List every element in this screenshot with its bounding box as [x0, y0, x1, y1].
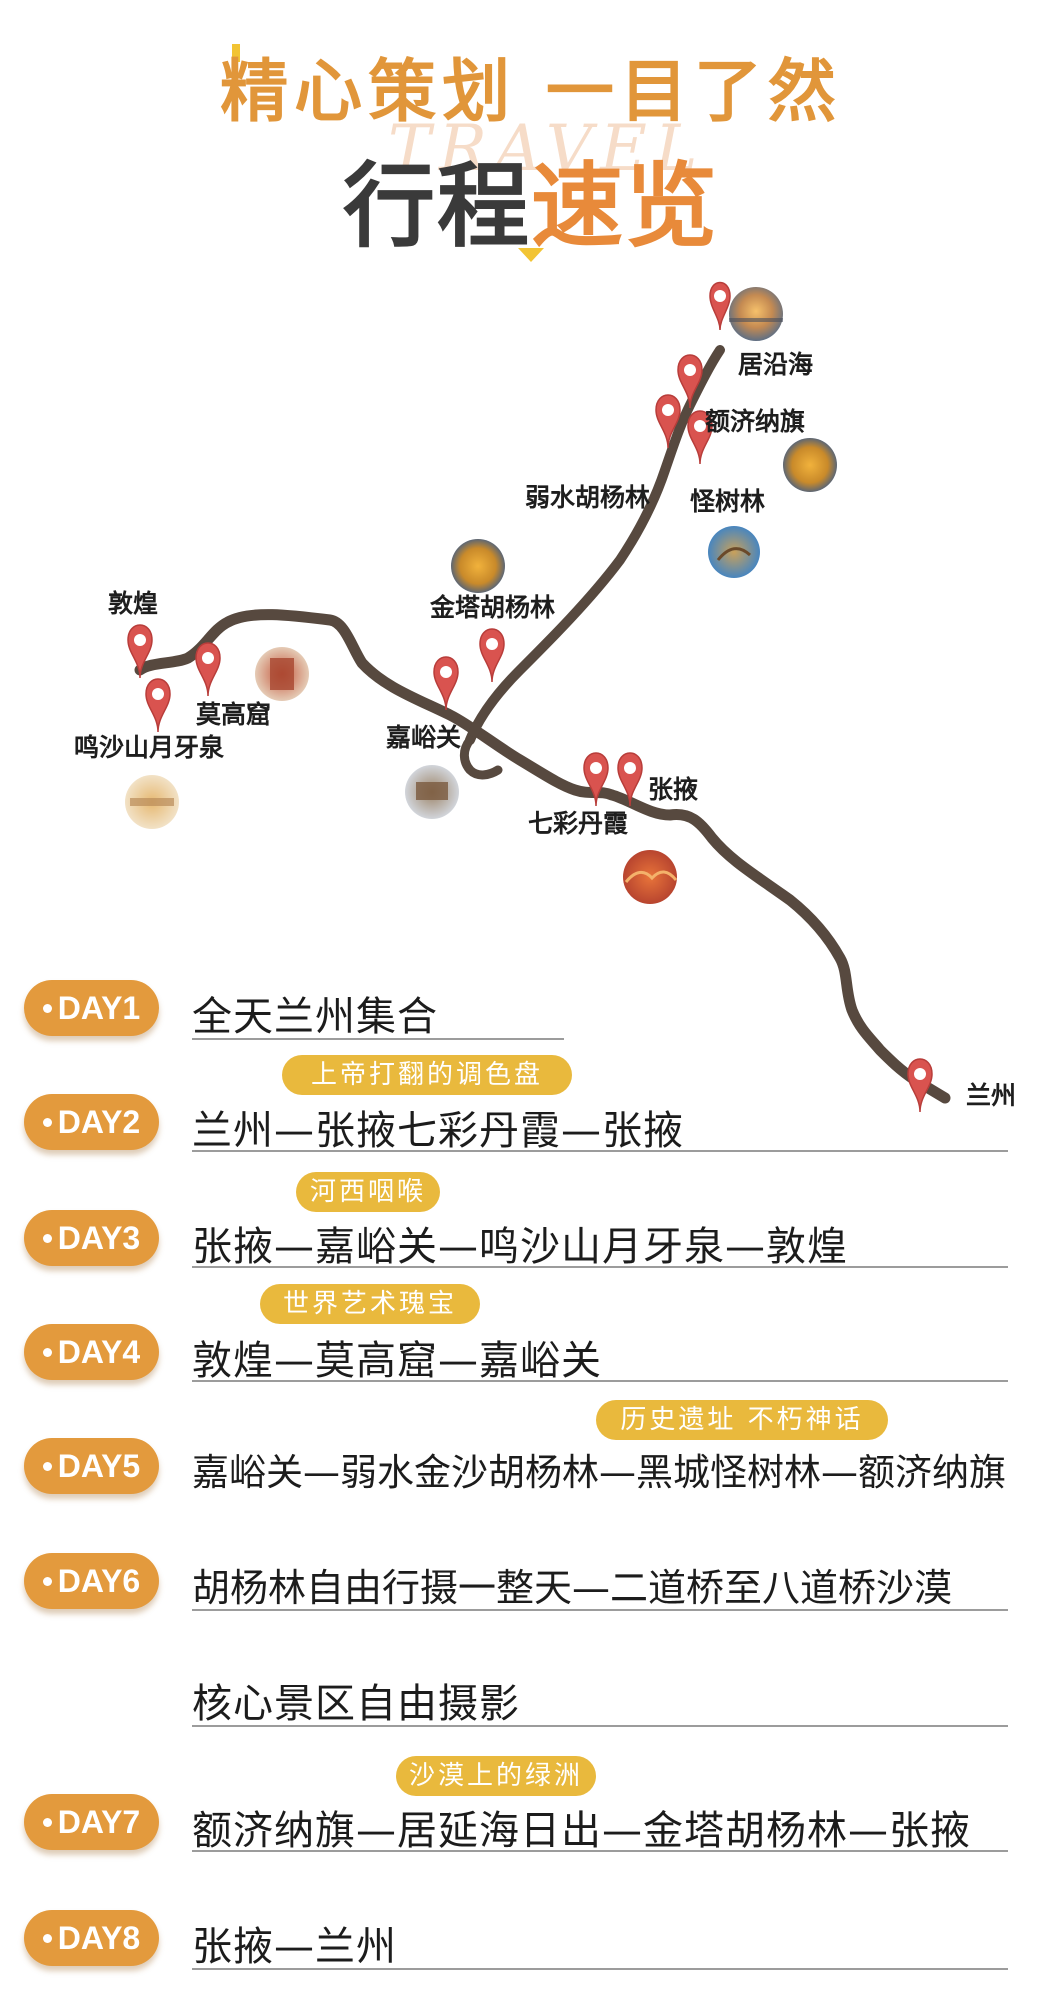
day-label: DAY6: [57, 1563, 141, 1599]
highlight-tag: 历史遗址 不朽神话: [596, 1400, 888, 1440]
row-divider: [192, 1380, 1008, 1382]
title-arrow-icon: [518, 248, 544, 262]
pin-jinta: [479, 628, 505, 683]
day-label: DAY7: [57, 1804, 141, 1840]
row-divider: [192, 1609, 1008, 1611]
day-badge: DAY6: [24, 1553, 159, 1609]
photo-mogao-temple: [255, 647, 309, 701]
row-divider: [192, 1266, 1008, 1268]
day-label: DAY8: [57, 1920, 141, 1956]
day-badge: DAY7: [24, 1794, 159, 1850]
title-part-2: 速览: [531, 153, 720, 260]
pin-zhangye: [617, 752, 643, 807]
label-dunhuang: 敦煌: [108, 589, 158, 618]
day-label: DAY5: [57, 1448, 141, 1484]
day-badge: DAY8: [24, 1910, 159, 1966]
photo-guaishu-tree: [708, 526, 760, 578]
pin-guaishu: [687, 410, 713, 465]
label-qicai: 七彩丹霞: [528, 809, 629, 838]
route-branch-line: [465, 345, 725, 745]
photo-juyanhai: [729, 287, 783, 341]
row-divider: [192, 1150, 1008, 1152]
route-line: [134, 609, 951, 1104]
title-part-1: 行程: [342, 153, 531, 260]
label-jiayuguan: 嘉峪关: [386, 723, 461, 752]
pin-ejina: [677, 354, 703, 409]
watermark-text: TRAVEL: [388, 112, 706, 186]
pin-mogao: [195, 642, 221, 697]
day-route: 额济纳旗—居延海日出—金塔胡杨林—张掖: [192, 1808, 971, 1854]
pin-dunhuang: [127, 624, 153, 679]
pin-mingsha: [145, 678, 171, 733]
label-mingsha: 鸣沙山月牙泉: [74, 733, 224, 762]
label-juyanhai: 居沿海: [738, 350, 813, 379]
day-badge: DAY3: [24, 1210, 159, 1266]
label-ruoshui: 弱水胡杨林: [525, 483, 650, 512]
subtitle: 精心策划 一目了然: [220, 53, 842, 132]
pin-qicai: [583, 752, 609, 807]
pin-ruoshui: [655, 394, 681, 449]
pin-lanzhou: [907, 1058, 933, 1113]
day-route: 嘉峪关—弱水金沙胡杨林—黑城怪树林—额济纳旗: [192, 1451, 1006, 1494]
accent-bar: [232, 44, 240, 62]
photo-danxia: [623, 850, 678, 904]
photo-jiayuguan-fort: [405, 765, 459, 819]
photo-mingsha-sand: [125, 775, 179, 829]
route-spur-line: [459, 735, 503, 780]
label-mogao: 莫高窟: [196, 700, 271, 729]
row-divider: [192, 1850, 1008, 1852]
highlight-tag: 世界艺术瑰宝: [260, 1284, 480, 1324]
day-route: 张掖—嘉峪关—鸣沙山月牙泉—敦煌: [192, 1224, 848, 1270]
header: 精心策划 一目了然 TRAVEL 行程速览: [0, 0, 1062, 262]
row-divider: [192, 1968, 1008, 1970]
day-badge: DAY5: [24, 1438, 159, 1494]
label-zhangye: 张掖: [648, 775, 698, 804]
day-route: 胡杨林自由行摄一整天—二道桥至八道桥沙漠: [192, 1566, 953, 1610]
day-route: 敦煌—莫高窟—嘉峪关: [192, 1338, 602, 1384]
photo-ejina-poplar: [783, 438, 837, 492]
label-jinta: 金塔胡杨林: [429, 593, 555, 622]
row-divider: [192, 1725, 1008, 1727]
day-label: DAY4: [57, 1334, 141, 1370]
photo-jinta-poplar: [451, 539, 505, 593]
pin-jiayuguan: [433, 656, 459, 711]
highlight-tag: 沙漠上的绿洲: [396, 1756, 596, 1796]
day-route-continued: 核心景区自由摄影: [192, 1681, 520, 1727]
label-guaishu: 怪树林: [690, 487, 765, 516]
day-route: 张掖—兰州: [192, 1924, 397, 1970]
day-label: DAY3: [57, 1220, 141, 1256]
pin-juyanhai: [709, 281, 731, 331]
label-lanzhou: 兰州: [966, 1081, 1016, 1110]
page-title: 行程速览: [0, 132, 1062, 265]
day-badge: DAY4: [24, 1324, 159, 1380]
label-ejina: 额济纳旗: [705, 407, 805, 436]
highlight-tag: 河西咽喉: [296, 1172, 440, 1212]
route-map: 居沿海 额济纳旗 弱水胡杨林 怪树林 金塔胡杨林 敦煌 莫高窟 鸣沙山月牙泉 嘉…: [74, 281, 1016, 1113]
